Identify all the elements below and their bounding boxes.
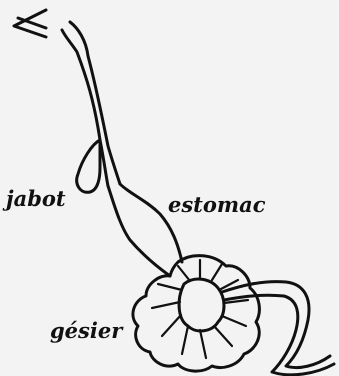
oesophagus-right-wall xyxy=(70,22,120,184)
gesier-label: gésier xyxy=(50,318,124,343)
gesier-inner-lumen xyxy=(179,279,224,331)
jabot-label: jabot xyxy=(2,186,66,211)
gesier-outer-wall xyxy=(133,256,259,371)
mouth-mark-icon xyxy=(14,10,46,37)
jabot-crop xyxy=(77,140,100,192)
estomac-label: estomac xyxy=(168,192,266,217)
